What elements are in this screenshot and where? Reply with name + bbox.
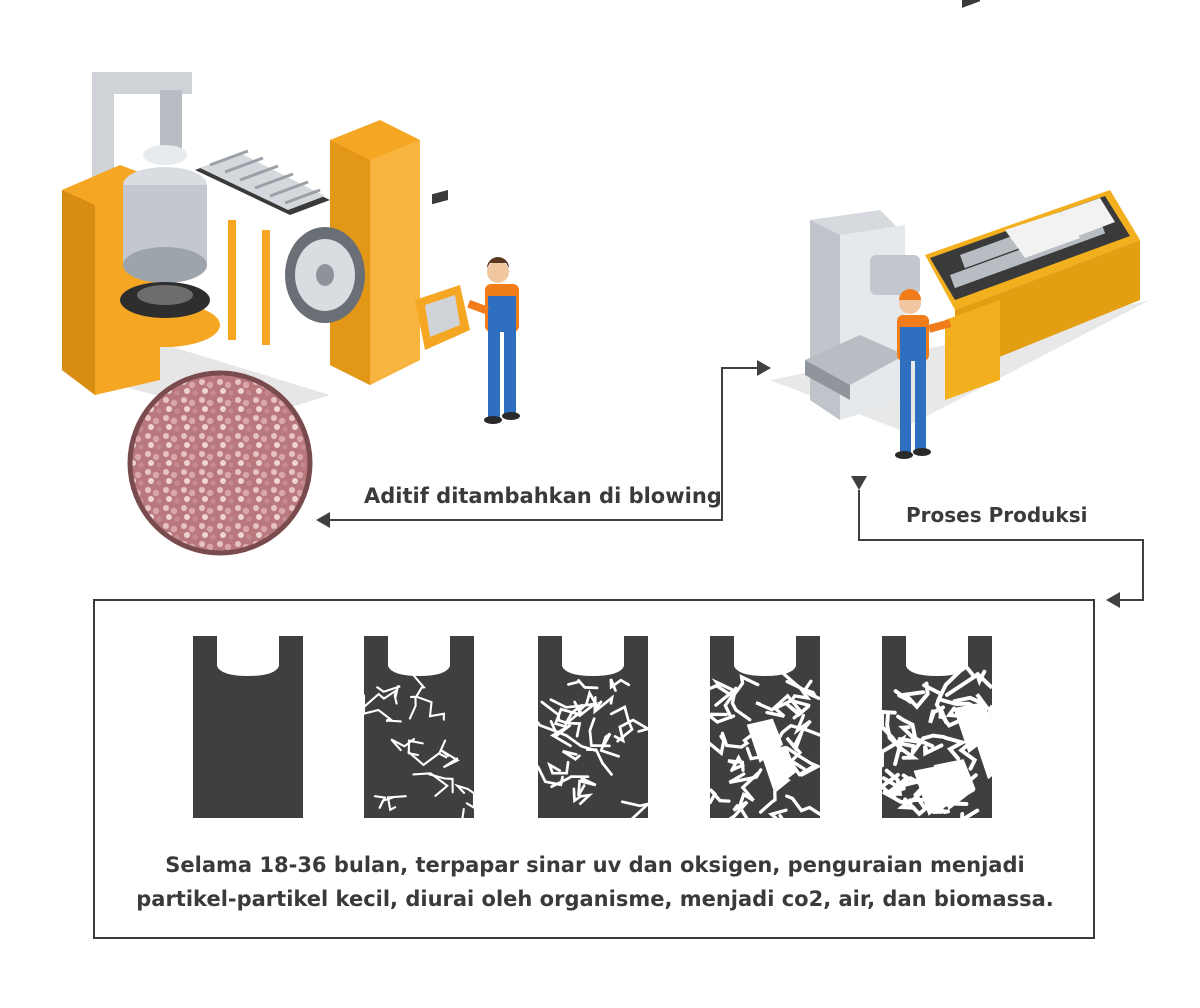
- bag-crack: [572, 787, 594, 806]
- bag-crack: [708, 788, 731, 805]
- bag-crack: [894, 733, 946, 760]
- label-production: Proses Produksi: [906, 503, 1088, 527]
- bag-stage-intact: [193, 636, 303, 818]
- bag-crack: [901, 681, 930, 710]
- bag-crack: [386, 795, 407, 812]
- bag-crack: [793, 713, 812, 745]
- bag-crack: [974, 669, 994, 690]
- bag-crack: [896, 714, 935, 749]
- blowing-machine: [60, 72, 470, 420]
- bag-stage-breaking: [707, 636, 822, 831]
- bag-crack: [784, 701, 811, 720]
- bag-crack: [711, 678, 737, 707]
- bag-crack: [390, 737, 416, 752]
- bag-missing-piece: [746, 718, 784, 763]
- bag-stage-fragmenting: [536, 636, 653, 825]
- bag-crack: [943, 735, 968, 761]
- bag-crack: [620, 800, 653, 825]
- worker-left: [467, 257, 520, 424]
- plastic-granules: [127, 370, 313, 556]
- bag-crack: [427, 773, 454, 794]
- bag-crack: [408, 672, 426, 720]
- bag-crack: [567, 678, 599, 690]
- bag-crack: [717, 800, 749, 828]
- bag-crack: [767, 808, 790, 831]
- bag-shape: [364, 636, 474, 818]
- bag-crack: [588, 717, 611, 748]
- worker-right: [895, 289, 952, 459]
- bag-crack: [785, 732, 803, 767]
- bag-crack: [549, 698, 600, 718]
- bag-crack: [785, 794, 822, 816]
- bag-crack: [893, 689, 911, 705]
- bag-crack: [613, 718, 652, 744]
- bag-crack: [376, 685, 401, 698]
- bag-crack: [412, 772, 449, 797]
- bag-crack: [573, 689, 603, 713]
- bag-crack: [707, 712, 736, 724]
- bag-crack: [553, 707, 579, 729]
- label-additive: Aditif ditambahkan di blowing: [364, 484, 722, 508]
- bag-crack: [561, 749, 581, 762]
- bag-crack: [923, 743, 944, 757]
- bag-crack: [373, 795, 394, 810]
- caption-line-2: partikel-partikel kecil, diurai oleh org…: [136, 887, 1054, 911]
- arrow-to-granules: [316, 360, 771, 528]
- bag-stage-disintegrated: [879, 636, 1016, 831]
- bag-crack: [785, 679, 812, 708]
- bag-crack: [880, 709, 903, 753]
- production-machine: [770, 0, 1150, 430]
- bag-crack: [563, 703, 584, 726]
- bag-crack: [728, 768, 763, 785]
- bag-crack: [448, 807, 465, 827]
- caption-line-1: Selama 18-36 bulan, terpapar sinar uv da…: [165, 853, 1025, 877]
- bag-crack: [550, 775, 590, 789]
- bag-crack: [362, 694, 393, 722]
- bag-crack: [945, 665, 978, 697]
- bag-crack: [439, 749, 460, 769]
- bag-missing-piece: [760, 745, 797, 790]
- bag-crack: [407, 739, 448, 767]
- bag-crack: [536, 721, 598, 753]
- bag-crack: [897, 725, 924, 745]
- bag-crack: [599, 732, 620, 758]
- bag-shape: [193, 636, 303, 818]
- bag-crack: [609, 678, 631, 692]
- bag-crack: [882, 788, 926, 805]
- bag-crack: [765, 698, 793, 718]
- bag-crack: [727, 759, 745, 772]
- bag-crack: [409, 695, 445, 721]
- bag-crack: [540, 700, 582, 738]
- bag-crack: [755, 693, 802, 712]
- degradation-caption: Selama 18-36 bulan, terpapar sinar uv da…: [95, 848, 1095, 916]
- bag-missing-piece: [933, 759, 976, 811]
- bag-crack: [956, 808, 980, 831]
- bag-crack: [708, 734, 726, 757]
- bag-crack: [407, 739, 424, 757]
- degradation-box: [93, 599, 1095, 939]
- bag-stages: [193, 636, 1016, 831]
- bag-crack: [720, 729, 758, 749]
- bag-crack: [577, 776, 597, 797]
- bag-crack: [385, 718, 402, 723]
- bag-crack: [453, 783, 476, 810]
- bag-crack: [730, 674, 760, 700]
- bag-missing-piece: [953, 702, 996, 754]
- bag-stage-cracked: [362, 636, 476, 827]
- bag-crack: [881, 773, 920, 789]
- arrow-to-bags: [851, 476, 1144, 608]
- bag-crack: [547, 760, 570, 775]
